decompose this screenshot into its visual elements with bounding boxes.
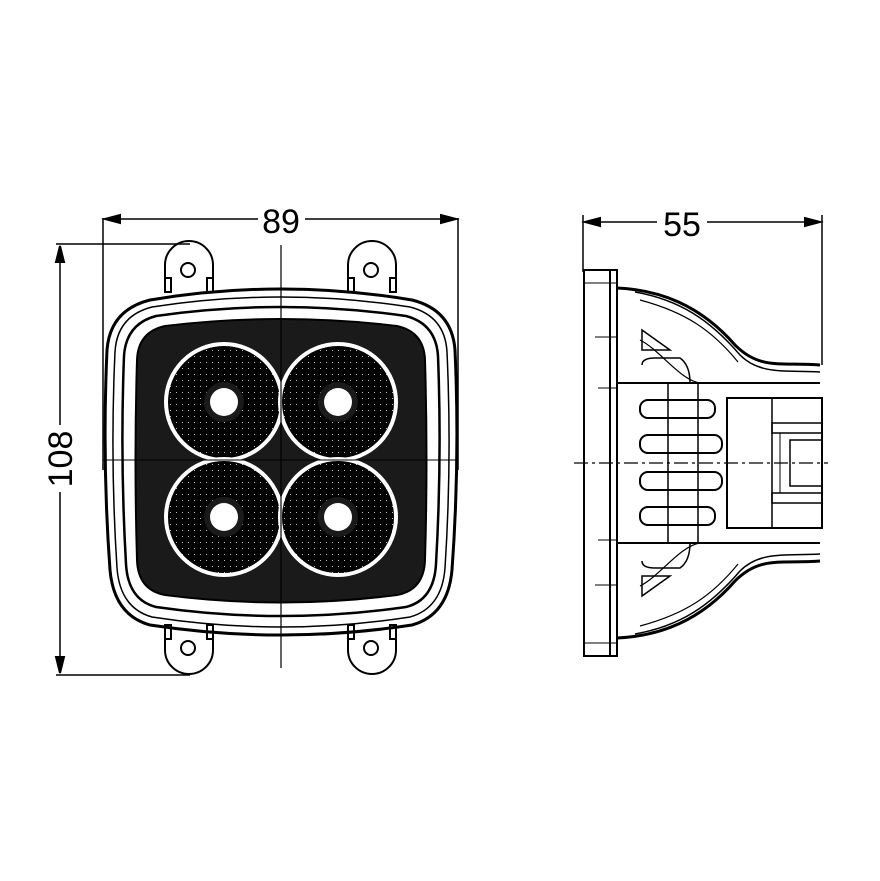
heat-sink-upper — [616, 286, 821, 384]
led-bottom-left — [164, 457, 284, 577]
mounting-tab-bottom-right — [347, 624, 397, 675]
height-dimension-label: 108 — [42, 431, 80, 488]
led-top-right — [278, 342, 398, 462]
heat-sink-lower — [616, 542, 821, 640]
side-view — [574, 215, 828, 657]
front-view — [54, 213, 460, 676]
depth-dimension-label: 55 — [663, 206, 701, 244]
center-lines — [103, 245, 458, 668]
housing — [103, 287, 459, 637]
led-bottom-right — [278, 457, 398, 577]
cooling-fins — [639, 383, 723, 543]
height-dimension — [54, 243, 190, 676]
led-top-left — [164, 342, 284, 462]
width-dimension-label: 89 — [262, 203, 300, 241]
mounting-tab-top-right — [347, 240, 397, 293]
depth-dimension — [581, 215, 824, 365]
mounting-tab-top-left — [164, 240, 214, 293]
